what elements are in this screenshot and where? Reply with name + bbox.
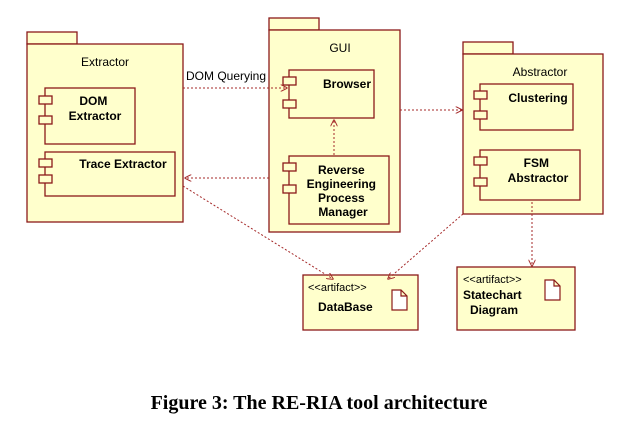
component-label: Manager — [318, 205, 368, 219]
artifact-name: DataBase — [318, 300, 373, 314]
artifact-name: Statechart — [463, 288, 522, 302]
edge-abstractor-to-database — [388, 213, 464, 279]
component-port-icon — [38, 174, 53, 184]
package-title: Extractor — [81, 55, 129, 69]
component-label: Reverse — [318, 163, 365, 177]
artifact-stereotype: <<artifact>> — [463, 274, 522, 286]
component-clustering: Clustering — [473, 83, 574, 131]
package-tab — [26, 31, 78, 45]
component-port-icon — [473, 156, 488, 166]
svg-text:Reverse Engineering: Reverse Engineering Process Manager — [307, 163, 380, 219]
component-port-icon — [282, 162, 297, 172]
component-label: Clustering — [508, 91, 567, 105]
component-label: FSM — [524, 156, 549, 170]
edge-extractor-to-database — [182, 185, 333, 279]
component-port-icon — [282, 76, 297, 86]
package-title: GUI — [329, 41, 350, 55]
svg-text:FSM Abstractor: FSM Abstractor — [508, 156, 569, 185]
package-tab — [462, 41, 514, 55]
svg-text:DOM Extractor: DOM Extractor — [69, 94, 122, 123]
component-port-icon — [282, 99, 297, 109]
artifact-stereotype: <<artifact>> — [308, 282, 367, 294]
component-fsm-abstractor: FSM Abstractor — [473, 149, 581, 201]
dependency-edges: DOM Querying — [182, 69, 532, 279]
component-body — [44, 87, 136, 145]
component-port-icon — [38, 115, 53, 125]
document-icon — [544, 279, 561, 301]
component-body — [44, 151, 176, 197]
component-port-icon — [473, 90, 488, 100]
component-label: Browser — [323, 77, 371, 91]
component-body — [288, 155, 390, 225]
component-body — [288, 69, 375, 119]
edge-label-dom-querying: DOM Querying — [186, 69, 266, 83]
component-port-icon — [38, 158, 53, 168]
component-body — [479, 83, 574, 131]
component-label: Trace Extractor — [79, 157, 167, 171]
component-body — [479, 149, 581, 201]
artifact-name: Diagram — [470, 303, 518, 317]
component-dom-extractor: DOM Extractor — [38, 87, 136, 145]
component-label: Abstractor — [508, 171, 569, 185]
svg-text:Statechart Diagram: Statechart Diagram — [463, 288, 525, 317]
document-icon — [391, 289, 408, 311]
component-port-icon — [473, 177, 488, 187]
component-label: DOM — [79, 94, 107, 108]
component-label: Engineering — [307, 177, 376, 191]
artifact-database: <<artifact>> DataBase — [302, 274, 419, 331]
component-label: Extractor — [69, 109, 122, 123]
component-reverse-engineering-process-manager: Reverse Engineering Process Manager — [282, 155, 390, 225]
figure-caption: Figure 3: The RE-RIA tool architecture — [150, 392, 488, 414]
component-port-icon — [473, 110, 488, 120]
component-label: Process — [318, 191, 365, 205]
component-port-icon — [282, 184, 297, 194]
component-port-icon — [38, 95, 53, 105]
package-title: Abstractor — [513, 65, 568, 79]
package-tab — [268, 17, 320, 31]
component-browser: Browser — [282, 69, 375, 119]
component-trace-extractor: Trace Extractor — [38, 151, 176, 197]
artifact-statechart-diagram: <<artifact>> Statechart Diagram — [456, 266, 576, 331]
